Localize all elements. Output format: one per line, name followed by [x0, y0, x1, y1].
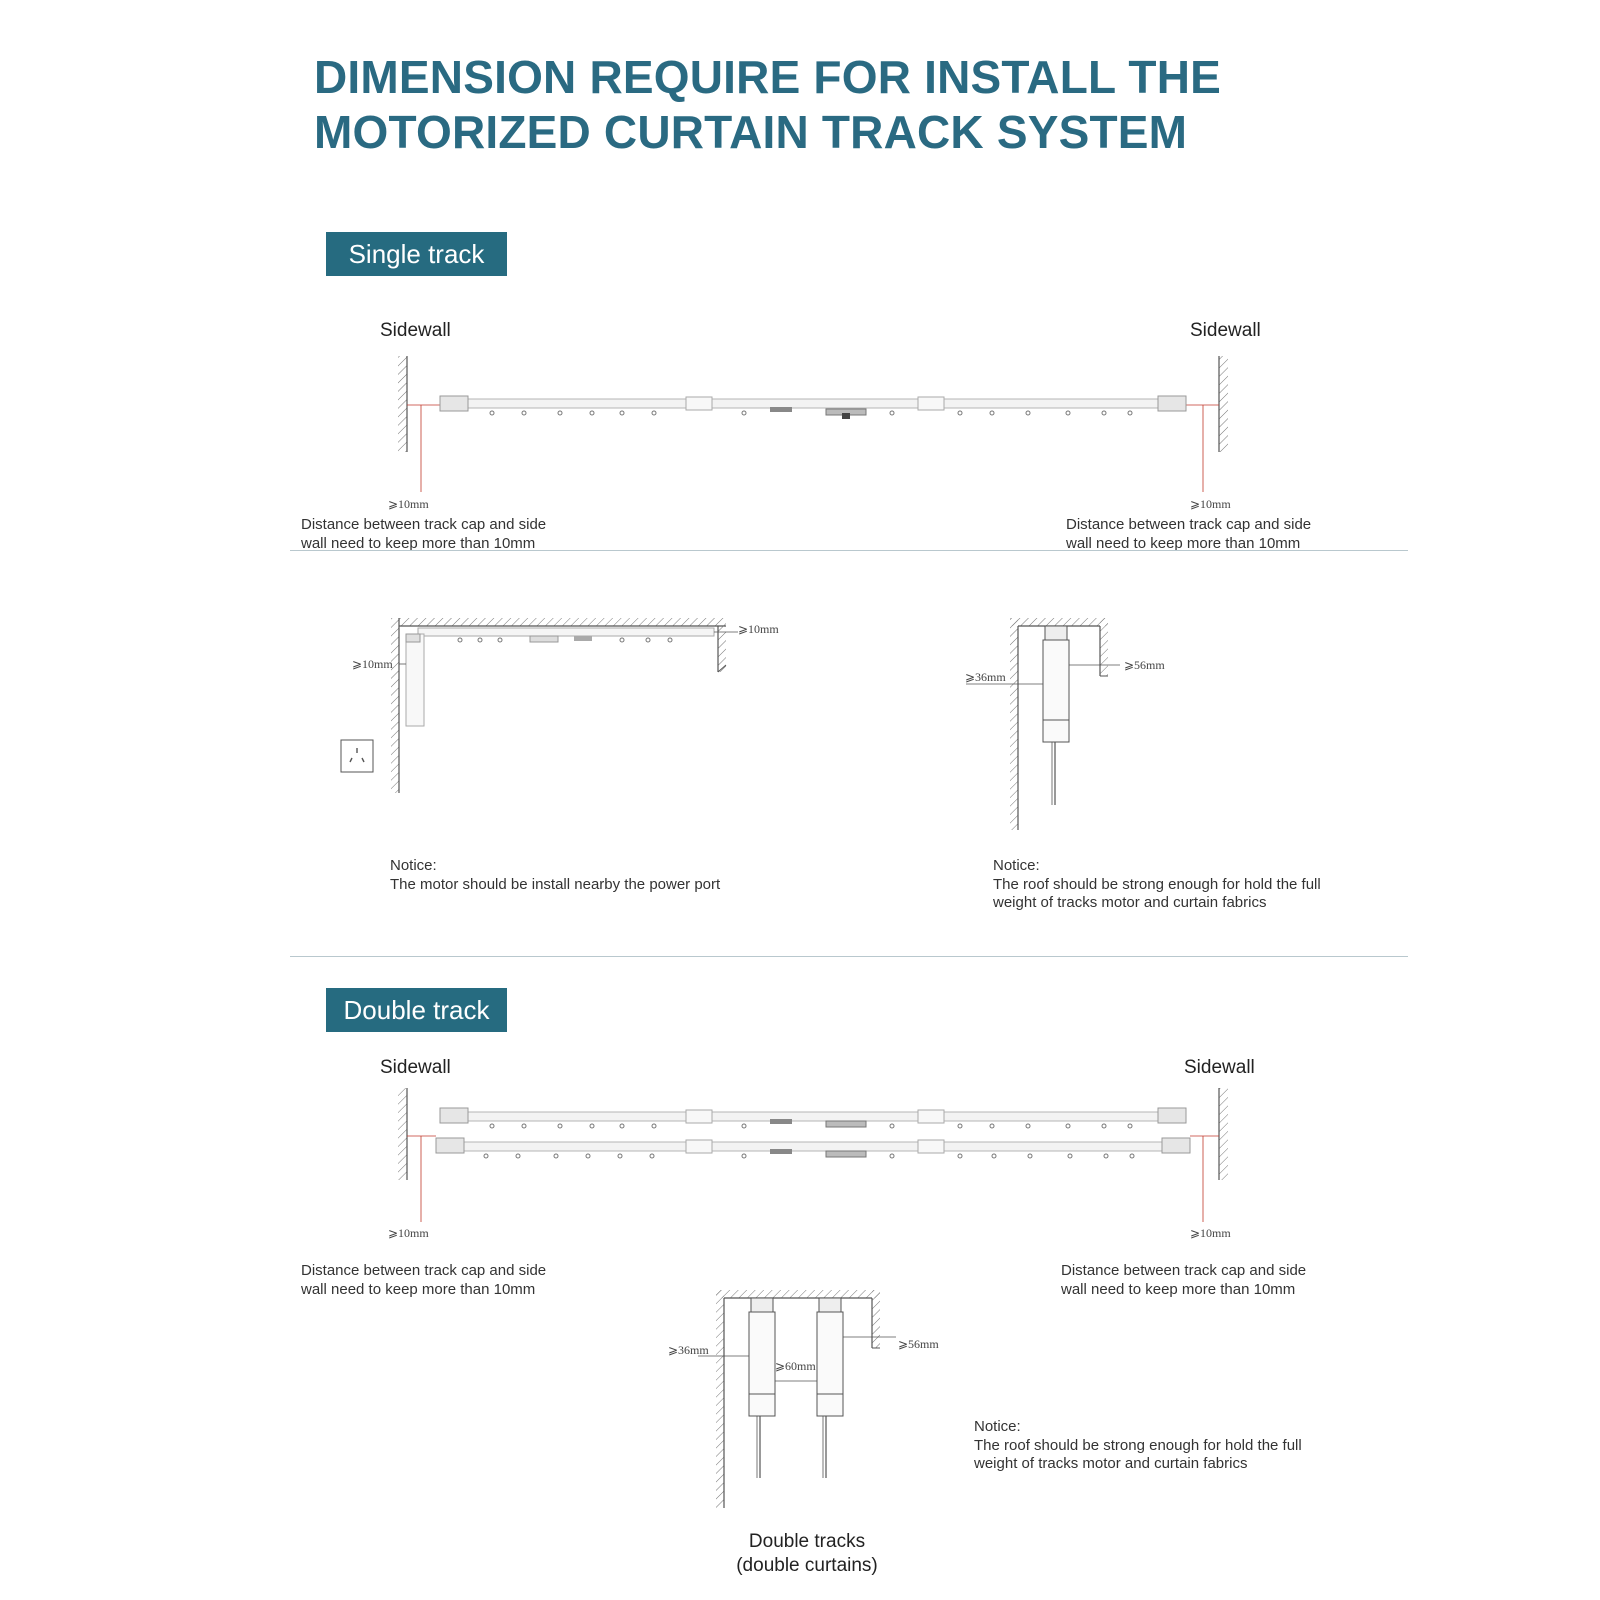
double-caption-line-2: (double curtains) — [736, 1555, 878, 1576]
corner-notice-line-1: Notice: — [390, 857, 437, 874]
double-left-sidewall-label: Sidewall — [380, 1057, 451, 1078]
ceiling-dim-left: ⩾36mm — [965, 670, 1006, 684]
corner-notice-line-2: The motor should be install nearby the p… — [390, 875, 721, 893]
double-track-badge: Double track — [326, 988, 507, 1032]
single-right-note-line-2: wall need to keep more than 10mm — [1066, 534, 1301, 552]
single-track-gliders — [489, 410, 1133, 416]
double-notice-line-2: The roof should be strong enough for hol… — [974, 1436, 1302, 1454]
double-ceiling-dim-right: ⩾56mm — [898, 1337, 939, 1351]
single-track-badge: Single track — [326, 232, 507, 276]
left-sidewall-hatch — [398, 356, 407, 452]
double-track-rail-back — [435, 1137, 1191, 1158]
corner-dim-top: ⩾10mm — [738, 622, 779, 636]
page-title: DIMENSION REQUIRE FOR INSTALL THE MOTORI… — [314, 50, 1221, 160]
double-left-note-line-1: Distance between track cap and side — [301, 1262, 547, 1279]
ceiling-dim-right: ⩾56mm — [1124, 658, 1165, 672]
corner-notice: Notice: The motor should be install near… — [390, 857, 720, 894]
double-caption: Double tracks (double curtains) — [706, 1530, 908, 1578]
single-left-sidewall-label: Sidewall — [380, 320, 451, 341]
ceiling-notice-line-1: Notice: — [993, 857, 1040, 874]
corner-dim-left: ⩾10mm — [352, 657, 393, 671]
double-right-sidewall-label: Sidewall — [1184, 1057, 1255, 1078]
single-right-dim: ⩾10mm — [1190, 497, 1231, 511]
double-ceiling-dim-mid: ⩾60mm — [775, 1359, 816, 1373]
title-line-1: DIMENSION REQUIRE FOR INSTALL THE — [314, 51, 1222, 103]
ceiling-notice: Notice: The roof should be strong enough… — [993, 857, 1321, 913]
double-left-note: Distance between track cap and side wall… — [301, 1262, 546, 1299]
double-left-dim: ⩾10mm — [388, 1226, 429, 1240]
ceiling-notice-line-2: The roof should be strong enough for hol… — [993, 875, 1321, 893]
double-caption-line-1: Double tracks — [748, 1531, 866, 1552]
single-left-note-line-1: Distance between track cap and side — [301, 516, 547, 533]
double-right-note: Distance between track cap and side wall… — [1061, 1262, 1306, 1299]
double-notice: Notice: The roof should be strong enough… — [974, 1418, 1302, 1474]
double-right-note-line-2: wall need to keep more than 10mm — [1061, 1280, 1296, 1298]
power-socket-icon — [340, 739, 374, 773]
title-line-2: MOTORIZED CURTAIN TRACK SYSTEM — [314, 106, 1188, 158]
divider-1 — [290, 550, 1408, 551]
double-ceiling-dim-left: ⩾36mm — [668, 1343, 709, 1357]
double-track-rail-front — [439, 1107, 1187, 1128]
double-right-dim: ⩾10mm — [1190, 1226, 1231, 1240]
single-track-rail — [439, 395, 1187, 419]
single-right-note-line-1: Distance between track cap and side — [1066, 516, 1312, 533]
ceiling-notice-line-3: weight of tracks motor and curtain fabri… — [993, 894, 1267, 911]
double-right-note-line-1: Distance between track cap and side — [1061, 1262, 1307, 1279]
single-right-sidewall-label: Sidewall — [1190, 320, 1261, 341]
double-notice-line-3: weight of tracks motor and curtain fabri… — [974, 1455, 1248, 1472]
single-left-note-line-2: wall need to keep more than 10mm — [301, 534, 536, 552]
single-right-note: Distance between track cap and side wall… — [1066, 516, 1311, 553]
single-left-dim: ⩾10mm — [388, 497, 429, 511]
right-sidewall-hatch — [1219, 356, 1228, 452]
double-left-note-line-2: wall need to keep more than 10mm — [301, 1280, 536, 1298]
single-left-note: Distance between track cap and side wall… — [301, 516, 546, 553]
double-notice-line-1: Notice: — [974, 1418, 1021, 1435]
divider-2 — [290, 956, 1408, 957]
